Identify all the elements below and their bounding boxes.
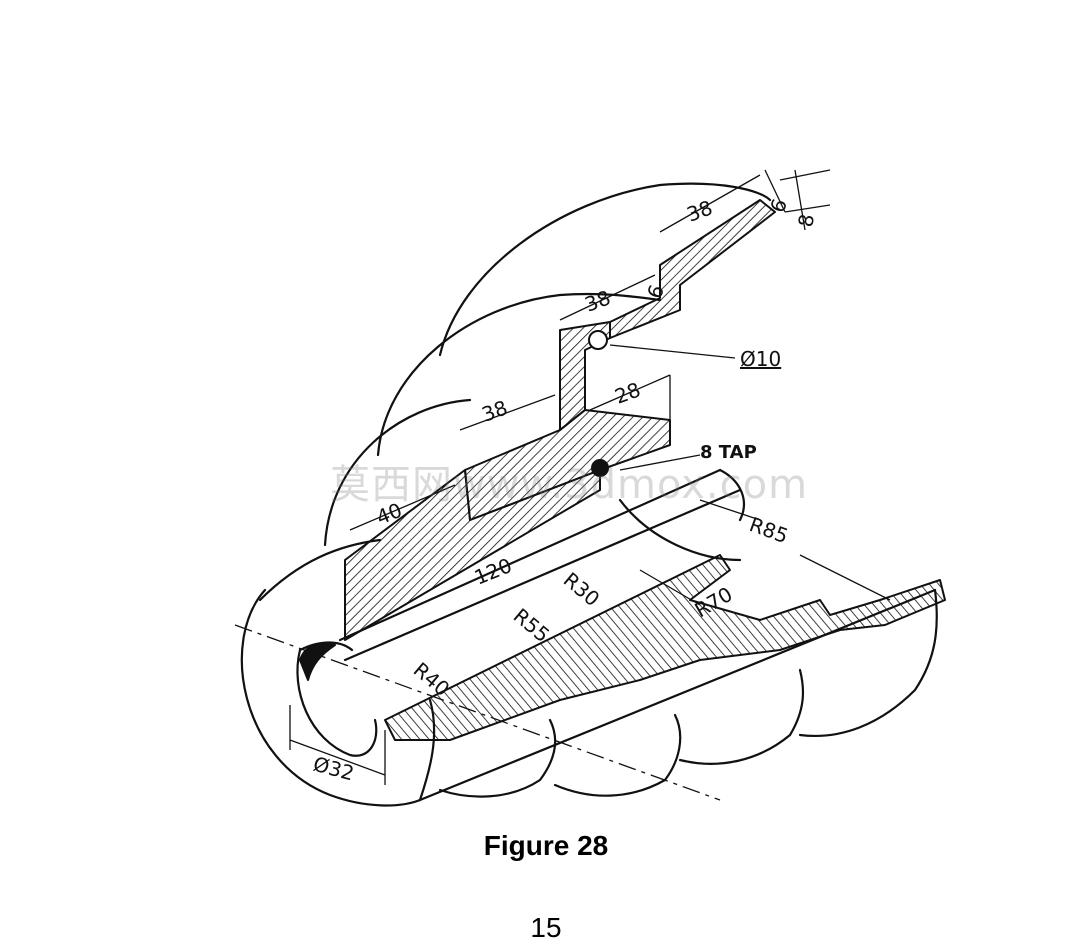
dim-line-38-mid	[559, 274, 656, 321]
dim-r85: R85	[746, 512, 791, 548]
dim-r30: R30	[559, 567, 605, 611]
watermark: 莫西网www.3dmox.com	[330, 462, 809, 508]
dim-8-tap: 8 TAP	[700, 442, 757, 463]
leader-tap	[619, 454, 701, 471]
tube-lower-edge	[343, 488, 742, 662]
dim-line-28	[589, 374, 671, 411]
dim-dia32: Ø32	[311, 752, 357, 786]
dim-line-38-low	[459, 394, 556, 431]
tube-right-curve	[618, 498, 742, 562]
page-number: 15	[530, 912, 562, 943]
tube-upper-edge	[338, 468, 722, 642]
disk-front-outer	[240, 588, 422, 807]
dim-line-40	[349, 484, 456, 531]
dim-line-38-top	[659, 174, 761, 233]
lower-disk-3	[553, 713, 682, 797]
section-lower-ribbed	[384, 554, 946, 741]
leader-r85	[699, 499, 761, 521]
leader-dia10	[609, 344, 736, 359]
figure-caption: Figure 28	[483, 830, 609, 861]
disk-top-arc	[438, 182, 772, 357]
dim-38-top: 38	[684, 195, 716, 226]
lower-disk-5	[798, 588, 938, 737]
section-top-flange	[609, 199, 776, 339]
axis-centerline	[234, 624, 721, 801]
dim-38-mid: 38	[582, 285, 614, 316]
tap-hole	[591, 459, 609, 477]
dim-8-right: 8	[793, 212, 819, 229]
disk-3-arc	[323, 398, 472, 547]
bore-dark-ring	[299, 642, 336, 681]
lower-disk-4	[678, 668, 805, 765]
disk-2-arc	[376, 292, 662, 457]
dim-dia10: Ø10	[740, 347, 781, 371]
dim-line-dia32	[289, 739, 386, 776]
front-bore	[296, 648, 378, 757]
disk-front-inner-curve	[258, 538, 382, 602]
dia10-hole	[588, 330, 608, 350]
dim-28: 28	[612, 377, 644, 408]
leader-r70	[639, 569, 701, 606]
